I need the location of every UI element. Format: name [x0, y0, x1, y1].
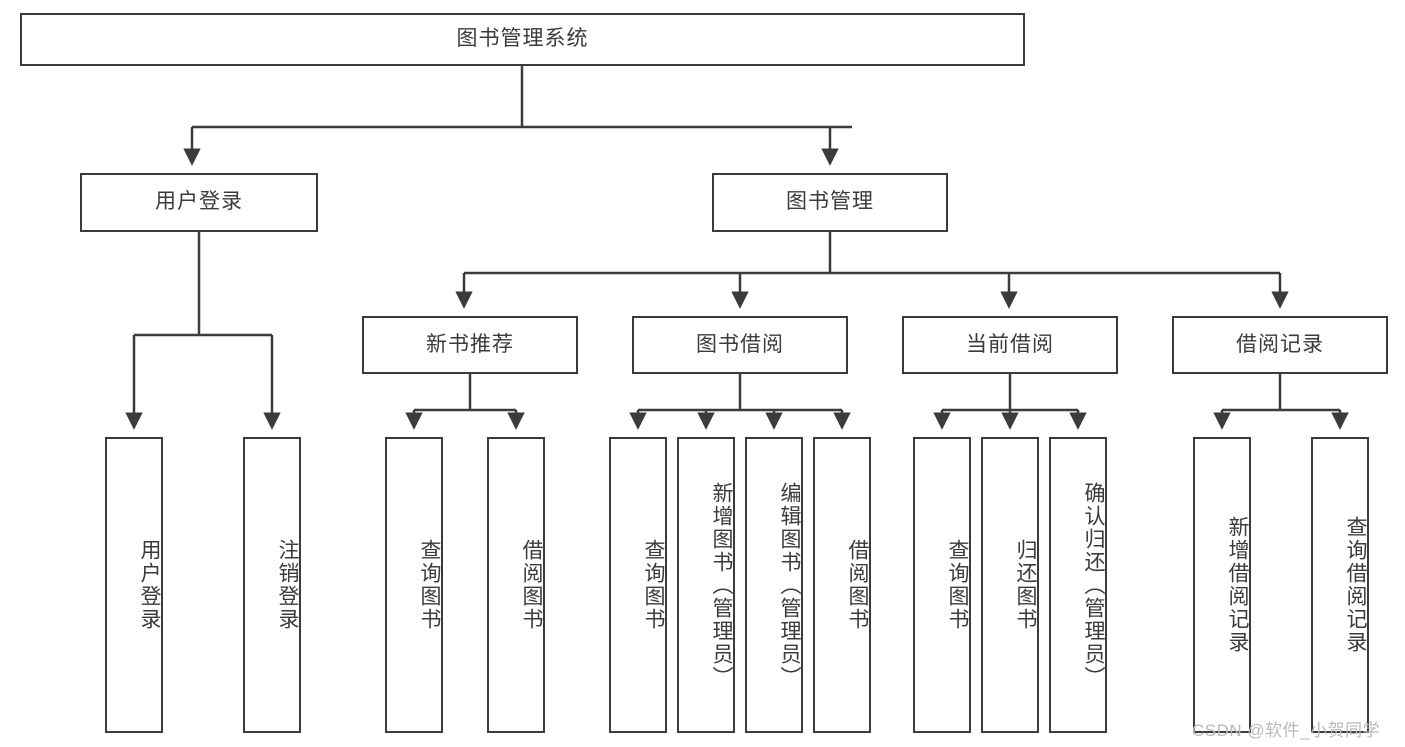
node-leaf-query-book-3[interactable]: 查询图书 [913, 437, 971, 733]
node-book-manage-label: 图书管理 [786, 190, 874, 214]
node-user-login[interactable]: 用户登录 [80, 173, 318, 232]
node-leaf-borrow-book-1-label: 借阅图书 [520, 539, 543, 631]
node-new-book-recommend[interactable]: 新书推荐 [362, 316, 578, 374]
node-leaf-add-book[interactable]: 新增图书（管理员） [677, 437, 735, 733]
csdn-watermark: CSDN @软件_小贺同学 [1192, 721, 1381, 740]
node-current-borrow[interactable]: 当前借阅 [902, 316, 1118, 374]
node-leaf-add-record-label: 新增借阅记录 [1226, 516, 1249, 654]
node-leaf-confirm-return[interactable]: 确认归还（管理员） [1049, 437, 1107, 733]
node-leaf-borrow-book-2-label: 借阅图书 [846, 539, 869, 631]
node-current-borrow-label: 当前借阅 [966, 332, 1054, 356]
node-leaf-add-record[interactable]: 新增借阅记录 [1193, 437, 1251, 733]
node-user-login-label: 用户登录 [155, 190, 243, 214]
node-leaf-user-login-label: 用户登录 [138, 539, 161, 631]
node-borrow-record[interactable]: 借阅记录 [1172, 316, 1388, 374]
node-new-book-recommend-label: 新书推荐 [426, 332, 514, 356]
node-leaf-return-book[interactable]: 归还图书 [981, 437, 1039, 733]
node-root[interactable]: 图书管理系统 [20, 13, 1025, 66]
node-leaf-query-book-3-label: 查询图书 [946, 539, 969, 631]
node-root-label: 图书管理系统 [456, 27, 589, 51]
node-leaf-logout-label: 注销登录 [276, 539, 299, 631]
node-leaf-edit-book-label: 编辑图书（管理员） [778, 481, 801, 689]
node-leaf-query-record[interactable]: 查询借阅记录 [1311, 437, 1369, 733]
node-leaf-query-book-2-label: 查询图书 [642, 539, 665, 631]
node-leaf-return-book-label: 归还图书 [1014, 539, 1037, 631]
node-leaf-user-login[interactable]: 用户登录 [105, 437, 163, 733]
node-book-borrow[interactable]: 图书借阅 [632, 316, 848, 374]
node-borrow-record-label: 借阅记录 [1236, 332, 1324, 356]
node-leaf-query-book-1[interactable]: 查询图书 [385, 437, 443, 733]
node-leaf-query-record-label: 查询借阅记录 [1344, 516, 1367, 654]
node-leaf-confirm-return-label: 确认归还（管理员） [1082, 481, 1105, 689]
node-leaf-add-book-label: 新增图书（管理员） [710, 481, 733, 689]
node-leaf-logout[interactable]: 注销登录 [243, 437, 301, 733]
node-leaf-edit-book[interactable]: 编辑图书（管理员） [745, 437, 803, 733]
node-leaf-borrow-book-2[interactable]: 借阅图书 [813, 437, 871, 733]
node-leaf-query-book-2[interactable]: 查询图书 [609, 437, 667, 733]
node-book-borrow-label: 图书借阅 [696, 332, 784, 356]
node-book-manage[interactable]: 图书管理 [712, 173, 948, 232]
node-leaf-query-book-1-label: 查询图书 [418, 539, 441, 631]
node-leaf-borrow-book-1[interactable]: 借阅图书 [487, 437, 545, 733]
